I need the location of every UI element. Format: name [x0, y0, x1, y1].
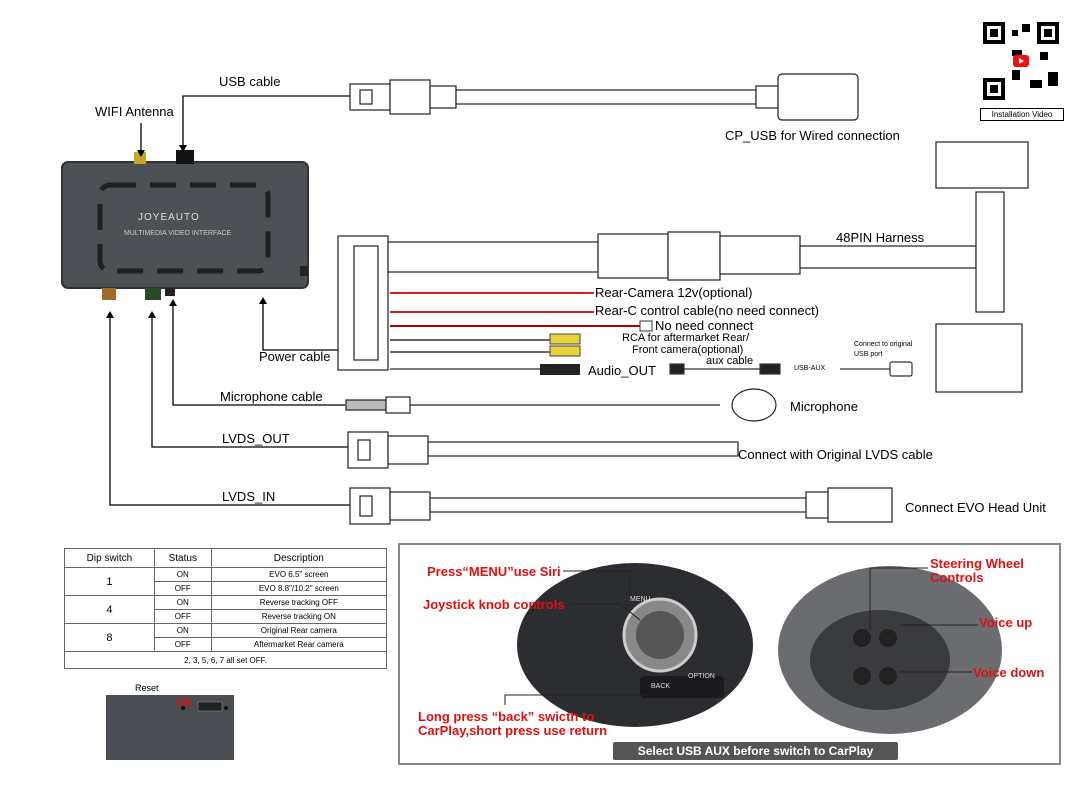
dip-switch-number: 1 — [64, 567, 155, 596]
steering-label-2: Controls — [930, 570, 984, 585]
lvds-out-cable — [347, 431, 739, 469]
dip-switch-number: 4 — [64, 595, 155, 624]
interface-module — [61, 150, 309, 300]
joystick-label: Joystick knob controls — [423, 597, 565, 612]
dip-status-off: OFF — [153, 637, 212, 652]
steering-label-1: Steering Wheel — [930, 556, 1024, 571]
no-need-label: No need connect — [655, 318, 754, 333]
harness-label: 48PIN Harness — [836, 230, 925, 245]
connect-original-usb-1: Connect to original — [854, 341, 913, 348]
rear-c-label: Rear-C control cable(no need connect) — [595, 303, 820, 318]
dip-switch-table: Dip switch Status Description 1 ON EVO 6… — [64, 548, 388, 669]
dip-description: Reverse tracking ON — [210, 609, 388, 624]
microphone-cable — [345, 388, 777, 422]
steering-wheel-photo — [778, 566, 1002, 734]
dip-description: Original Rear camera — [210, 623, 388, 638]
lvds-out-desc: Connect with Original LVDS cable — [738, 447, 933, 462]
dip-status-off: OFF — [153, 581, 212, 596]
dip-description: EVO 8.8"/10.2" screen — [210, 581, 388, 596]
wifi-connector — [134, 152, 146, 164]
aux-cable-label: aux cable — [706, 355, 754, 367]
dip-status-on: ON — [153, 567, 212, 582]
reset-module — [106, 695, 234, 760]
power-cable-label: Power cable — [259, 349, 331, 364]
wifi-antenna-label: WIFI Antenna — [95, 104, 174, 119]
lvds-in-label: LVDS_IN — [222, 489, 276, 504]
voice-up-label: Voice up — [979, 615, 1033, 630]
back-label-2: CarPlay,short press use return — [418, 723, 608, 738]
dip-header-status: Status — [153, 548, 212, 568]
usb-aux-label: USB-AUX — [794, 365, 826, 372]
knob-menu-label: MENU — [630, 596, 651, 603]
knob-option-label: OPTION — [688, 673, 715, 680]
connect-original-usb-2: USB port — [854, 351, 883, 358]
audio-out-label: Audio_OUT — [588, 363, 656, 378]
menu-siri-label: Press“MENU”use Siri — [427, 564, 561, 579]
microphone-label: Microphone — [790, 399, 858, 414]
dip-status-on: ON — [153, 623, 212, 638]
rca-connectors — [540, 320, 653, 375]
dip-header-description: Description — [210, 548, 388, 568]
controls-panel — [398, 543, 1061, 765]
module-subtitle: MULTIMEDIA VIDEO INTERFACE — [124, 230, 232, 237]
reset-on-label: ON — [176, 698, 191, 709]
back-label-1: Long press “back” swicth to — [418, 709, 595, 724]
cp-usb-label: CP_USB for Wired connection — [725, 128, 900, 143]
microphone-cable-label: Microphone cable — [220, 389, 323, 404]
usb-cable — [349, 73, 859, 121]
usb-cable-label: USB cable — [219, 74, 281, 89]
usb-connector — [176, 150, 194, 164]
qr-code — [981, 20, 1061, 102]
dip-description: EVO 6.5" screen — [210, 567, 388, 582]
rca-label-2: Front camera(optional) — [632, 344, 744, 356]
installation-video-caption: Installation Video — [980, 108, 1064, 121]
knob-back-label: BACK — [651, 683, 671, 690]
48pin-harness — [337, 141, 1029, 393]
dip-footer: 2, 3, 5, 6, 7 all set OFF. — [64, 651, 387, 669]
dip-status-off: OFF — [153, 609, 212, 624]
dip-description: Reverse tracking OFF — [210, 595, 388, 610]
lvds-out-connector — [145, 288, 161, 300]
lvds-in-cable — [349, 487, 893, 525]
module-brand: JOYEAUTO — [138, 212, 200, 223]
dip-switch-number: 8 — [64, 623, 155, 652]
rear-camera-label: Rear-Camera 12v(optional) — [595, 285, 753, 300]
voice-down-label: Voice down — [973, 665, 1045, 680]
dip-header-switch: Dip switch — [64, 548, 155, 568]
usb-aux-banner: Select USB AUX before switch to CarPlay — [613, 742, 898, 760]
reset-title: Reset — [135, 683, 159, 693]
lvds-in-desc: Connect EVO Head Unit — [905, 500, 1046, 515]
lvds-in-connector — [102, 288, 116, 300]
lvds-out-label: LVDS_OUT — [222, 431, 290, 446]
dip-status-on: ON — [153, 595, 212, 610]
dip-description: Aftermarket Rear camera — [210, 637, 388, 652]
rca-label-1: RCA for aftermarket Rear/ — [622, 332, 750, 344]
